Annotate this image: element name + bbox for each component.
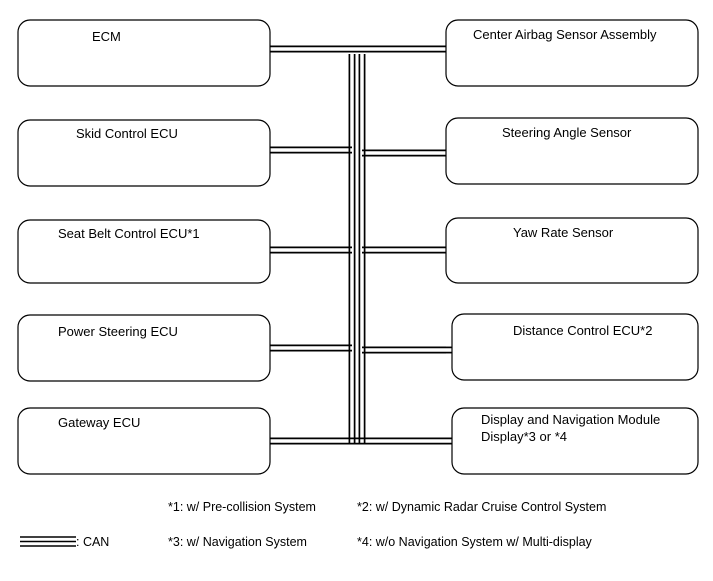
can-branch-left-3	[270, 246, 352, 254]
left-unit-ecm: ECM	[17, 19, 271, 87]
svg-text:Yaw Rate Sensor: Yaw Rate Sensor	[513, 225, 614, 240]
footnote-2: *2: w/ Dynamic Radar Cruise Control Syst…	[357, 500, 606, 514]
can-branch-right-2	[362, 149, 446, 157]
footnote-3: *3: w/ Navigation System	[168, 535, 307, 549]
svg-text:Steering Angle Sensor: Steering Angle Sensor	[502, 125, 632, 140]
can-link-gateway-display	[270, 437, 452, 445]
svg-text:Display*3 or *4: Display*3 or *4	[481, 429, 567, 444]
svg-text:Display and Navigation Module: Display and Navigation Module	[481, 412, 660, 427]
right-unit-distance-control-ecu: Distance Control ECU*2	[451, 313, 699, 381]
svg-text:ECM: ECM	[92, 29, 121, 44]
can-branch-right-4	[362, 346, 446, 354]
can-branch-left-2	[270, 146, 352, 154]
can-branch-right-3	[362, 246, 446, 254]
right-unit-yaw-rate-sensor: Yaw Rate Sensor	[445, 217, 699, 284]
left-unit-skid-control-ecu: Skid Control ECU	[17, 119, 271, 187]
right-unit-display-navigation-module: Display and Navigation Module Display*3 …	[451, 407, 699, 475]
svg-text:Distance Control ECU*2: Distance Control ECU*2	[513, 323, 652, 338]
can-branch-left-4	[270, 344, 352, 352]
can-legend-label: : CAN	[76, 535, 109, 549]
can-bus-lines	[270, 45, 452, 445]
svg-text:Power Steering ECU: Power Steering ECU	[58, 324, 178, 339]
can-trunk-left	[348, 54, 356, 444]
right-unit-steering-angle-sensor: Steering Angle Sensor	[445, 117, 699, 185]
can-trunk-right	[358, 54, 366, 444]
can-branch-right-extension	[446, 346, 452, 354]
left-unit-power-steering-ecu: Power Steering ECU	[17, 314, 271, 382]
svg-text:Center Airbag Sensor Assembly: Center Airbag Sensor Assembly	[473, 27, 657, 42]
footnote-4: *4: w/o Navigation System w/ Multi-displ…	[357, 535, 593, 549]
svg-text:Skid Control ECU: Skid Control ECU	[76, 126, 178, 141]
can-legend: : CAN	[20, 535, 109, 549]
left-unit-seat-belt-control-ecu: Seat Belt Control ECU*1	[17, 219, 271, 284]
svg-text:Seat Belt Control ECU*1: Seat Belt Control ECU*1	[58, 226, 200, 241]
right-unit-center-airbag-sensor: Center Airbag Sensor Assembly	[445, 19, 699, 87]
can-line-symbol	[20, 536, 76, 547]
footnote-1: *1: w/ Pre-collision System	[168, 500, 316, 514]
can-link-ecm-airbag	[270, 45, 446, 53]
left-unit-gateway-ecu: Gateway ECU	[17, 407, 271, 475]
svg-text:Gateway ECU: Gateway ECU	[58, 415, 140, 430]
